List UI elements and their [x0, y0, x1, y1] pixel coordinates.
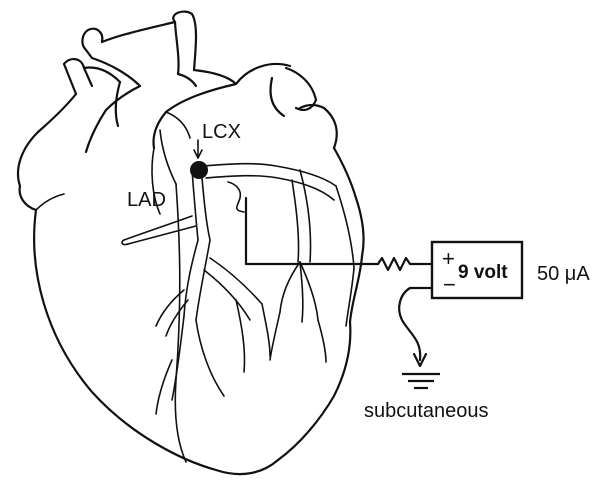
battery-plus: +	[442, 246, 455, 271]
ground-icon	[402, 374, 440, 388]
lcx-label: LCX	[202, 121, 241, 143]
heart-outline	[18, 82, 364, 474]
lad-label: LAD	[127, 189, 166, 211]
current-label: 50 μA	[537, 263, 590, 285]
great-vessels	[64, 12, 316, 116]
resistor-symbol	[378, 258, 432, 270]
ground-label: subcutaneous	[364, 400, 489, 422]
lcx-electrode	[190, 161, 208, 179]
heart-grooves	[152, 112, 190, 462]
battery-label: 9 volt	[458, 262, 508, 283]
battery-minus: −	[443, 272, 456, 297]
